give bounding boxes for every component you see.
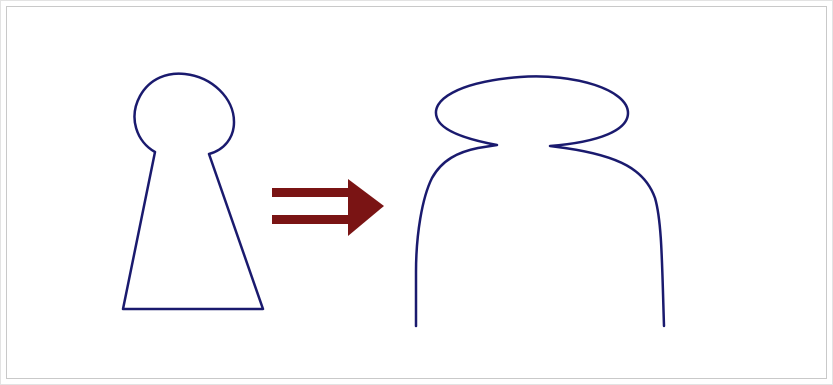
transform-arrow <box>272 179 384 236</box>
large-bulging-shape <box>414 75 666 328</box>
small-keyhole-shape <box>121 72 265 311</box>
arrow-bar-top <box>272 188 354 197</box>
arrow-head <box>348 179 384 236</box>
arrow-bar-bottom <box>272 215 354 224</box>
